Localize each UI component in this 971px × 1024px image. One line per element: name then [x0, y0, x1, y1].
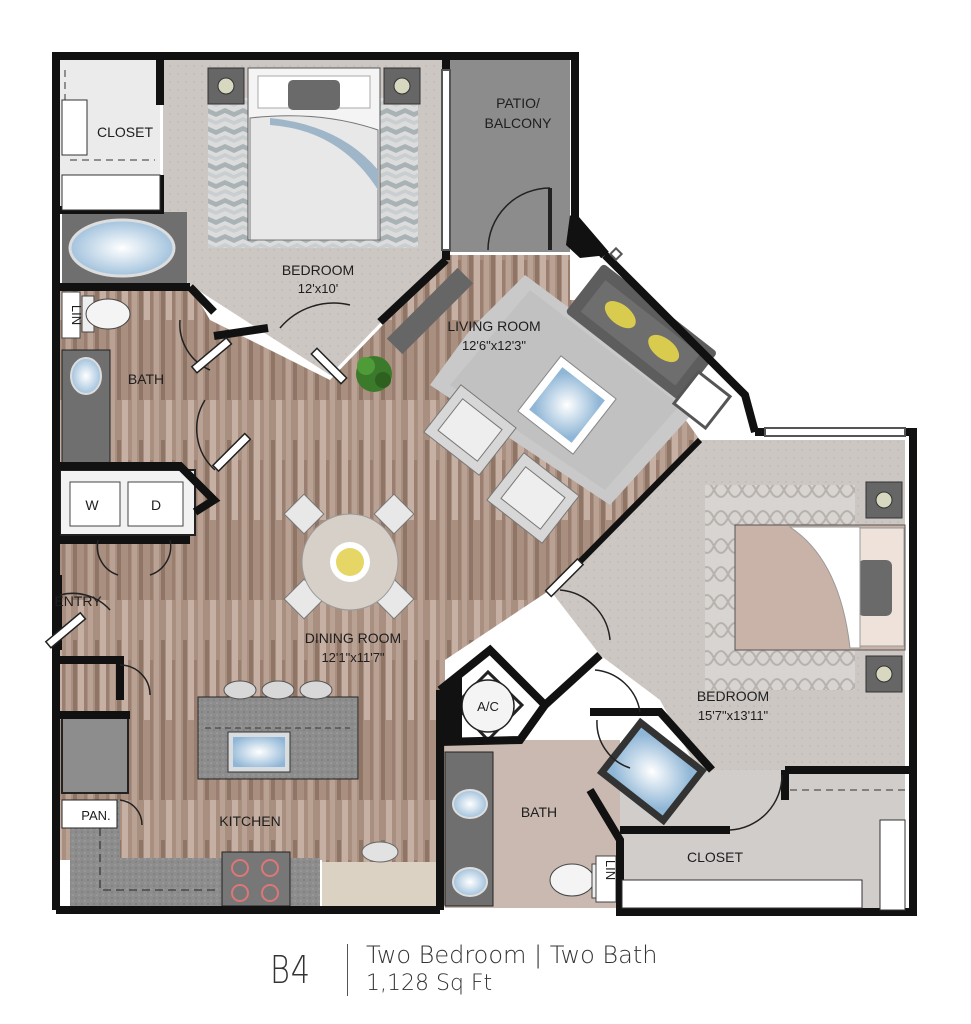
entry-label: ENTRY [54, 593, 102, 609]
nightstands-2 [865, 481, 903, 693]
closet-rod-2 [879, 819, 906, 911]
closet-shelf-top [61, 99, 88, 156]
windows [441, 69, 906, 437]
bedroom-1-dims: 12'x10' [298, 281, 338, 296]
bedroom-2-label: BEDROOM [697, 688, 769, 704]
washer-label: W [85, 497, 99, 513]
armchairs [423, 384, 580, 544]
living-room-label: LIVING ROOM [447, 318, 540, 334]
patio-label-2: BALCONY [485, 115, 553, 131]
door-panels [44, 336, 585, 649]
bedroom-1-label: BEDROOM [282, 262, 354, 278]
bar-stools [223, 680, 333, 700]
linen-2-label: LIN [603, 860, 618, 880]
side-table [671, 369, 733, 431]
vanity-2 [444, 751, 494, 907]
bath-2-label: BATH [521, 804, 557, 820]
tv-console [386, 267, 474, 355]
plan-code: B4 [270, 948, 311, 992]
ac-label: A/C [477, 699, 499, 714]
closet-rod [621, 879, 863, 909]
pantry-label: PAN. [81, 808, 110, 823]
dining-room-label: DINING ROOM [305, 630, 401, 646]
linen-1-label: LIN [69, 305, 84, 325]
coffee-table [517, 355, 617, 455]
linen-1 [61, 291, 81, 339]
plant-icon [356, 356, 392, 392]
bedroom-2-dims: 15'7"x13'11" [698, 708, 769, 723]
bed-1 [247, 67, 381, 241]
living-room-dims: 12'6"x12'3" [462, 338, 526, 353]
stove [221, 851, 291, 907]
patio-label-1: PATIO/ [496, 95, 540, 111]
ac-unit [452, 669, 525, 743]
sink-basin [233, 737, 285, 767]
chair-kitchen [361, 841, 399, 863]
bathtub-1 [62, 212, 187, 284]
plan-area: 1,128 Sq Ft [366, 971, 493, 996]
kitchen-counter-right [322, 862, 437, 908]
closet-shelf-bottom [61, 174, 161, 211]
vanity-1 [61, 349, 111, 466]
dining-room-dims: 12'1"x11'7" [321, 650, 384, 665]
shower-2 [596, 717, 708, 826]
laundry [59, 469, 196, 536]
sofa [566, 264, 716, 400]
wall-corner [566, 215, 608, 258]
closet-bottom-label: CLOSET [687, 849, 743, 865]
dining-set [283, 493, 415, 620]
bed-2 [734, 524, 906, 651]
refrigerator [61, 717, 129, 794]
footer-divider [347, 944, 348, 996]
pantry [61, 799, 118, 829]
closet-top-label: CLOSET [97, 124, 153, 140]
bath-1-label: BATH [128, 371, 164, 387]
plan-description: Two Bedroom | Two Bath [366, 941, 658, 969]
nightstands-1 [207, 67, 421, 105]
toilet-1 [81, 295, 131, 333]
kitchen-label: KITCHEN [219, 813, 280, 829]
dryer-label: D [151, 497, 161, 513]
wall-corner-2 [440, 670, 462, 745]
